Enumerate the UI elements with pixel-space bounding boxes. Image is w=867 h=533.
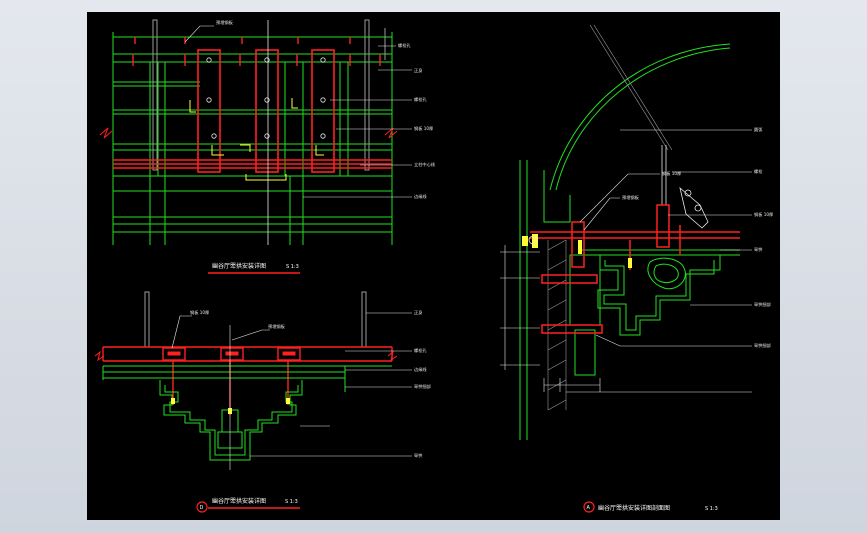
section-scale: S 1:3 bbox=[705, 506, 718, 512]
front-marker: D bbox=[200, 505, 204, 511]
top-plan-scale: S 1:3 bbox=[286, 264, 299, 270]
section-callout-2: 螺栓 bbox=[754, 168, 763, 175]
section-callout-6: 斝拱 bbox=[754, 246, 762, 253]
front-callout-3: 正身 bbox=[414, 309, 422, 316]
top-plan-title: 幽谷厅斝拱安装详图 bbox=[212, 262, 266, 270]
section-marker: A bbox=[587, 505, 591, 511]
view-section: 圆弧 螺栓 钢板 10厚 预埋钢板 钢板 10厚 斝拱 斝拱细部 斝拱细部 A … bbox=[500, 24, 773, 513]
top-callout-1: 预埋钢板 bbox=[216, 19, 234, 26]
front-elev-scale: S 1:3 bbox=[285, 499, 298, 505]
section-title: 幽谷厅斝拱安装详图剖面图 bbox=[598, 504, 670, 512]
top-callout-3: 正身 bbox=[414, 67, 422, 74]
top-callout-4: 螺栓孔 bbox=[414, 96, 427, 103]
top-callout-2: 螺栓孔 bbox=[398, 42, 411, 49]
top-callout-5: 钢板 10厚 bbox=[414, 125, 433, 132]
section-callout-4: 预埋钢板 bbox=[622, 194, 640, 201]
section-callout-7: 斝拱细部 bbox=[754, 301, 771, 308]
section-callout-8: 斝拱细部 bbox=[754, 342, 771, 349]
front-callout-2: 预埋钢板 bbox=[268, 323, 286, 330]
view-top-plan: 预埋钢板 螺栓孔 正身 螺栓孔 钢板 10厚 立柱中心线 边缘线 幽谷厅斝拱安装… bbox=[99, 19, 436, 274]
section-callout-3: 钢板 10厚 bbox=[662, 170, 681, 177]
front-callout-6: 斝拱细部 bbox=[414, 383, 431, 390]
front-callout-5: 边缘线 bbox=[414, 366, 427, 373]
top-callout-7: 边缘线 bbox=[414, 193, 427, 200]
section-callout-5: 钢板 10厚 bbox=[754, 211, 773, 218]
section-callout-1: 圆弧 bbox=[754, 126, 763, 133]
front-callout-1: 钢板 10厚 bbox=[190, 309, 209, 316]
cad-drawing: 预埋钢板 螺栓孔 正身 螺栓孔 钢板 10厚 立柱中心线 边缘线 幽谷厅斝拱安装… bbox=[94, 19, 773, 513]
front-callout-7: 斝拱 bbox=[414, 452, 422, 459]
top-callout-6: 立柱中心线 bbox=[414, 161, 436, 168]
front-elev-title: 幽谷厅斝拱安装详图 bbox=[212, 497, 266, 505]
view-front-elevation: 钢板 10厚 预埋钢板 正身 螺栓孔 边缘线 斝拱细部 斝拱 D 幽谷厅斝拱安装… bbox=[94, 291, 431, 513]
front-callout-4: 螺栓孔 bbox=[414, 347, 427, 354]
drawing-canvas[interactable]: 预埋钢板 螺栓孔 正身 螺栓孔 钢板 10厚 立柱中心线 边缘线 幽谷厅斝拱安装… bbox=[87, 12, 780, 520]
